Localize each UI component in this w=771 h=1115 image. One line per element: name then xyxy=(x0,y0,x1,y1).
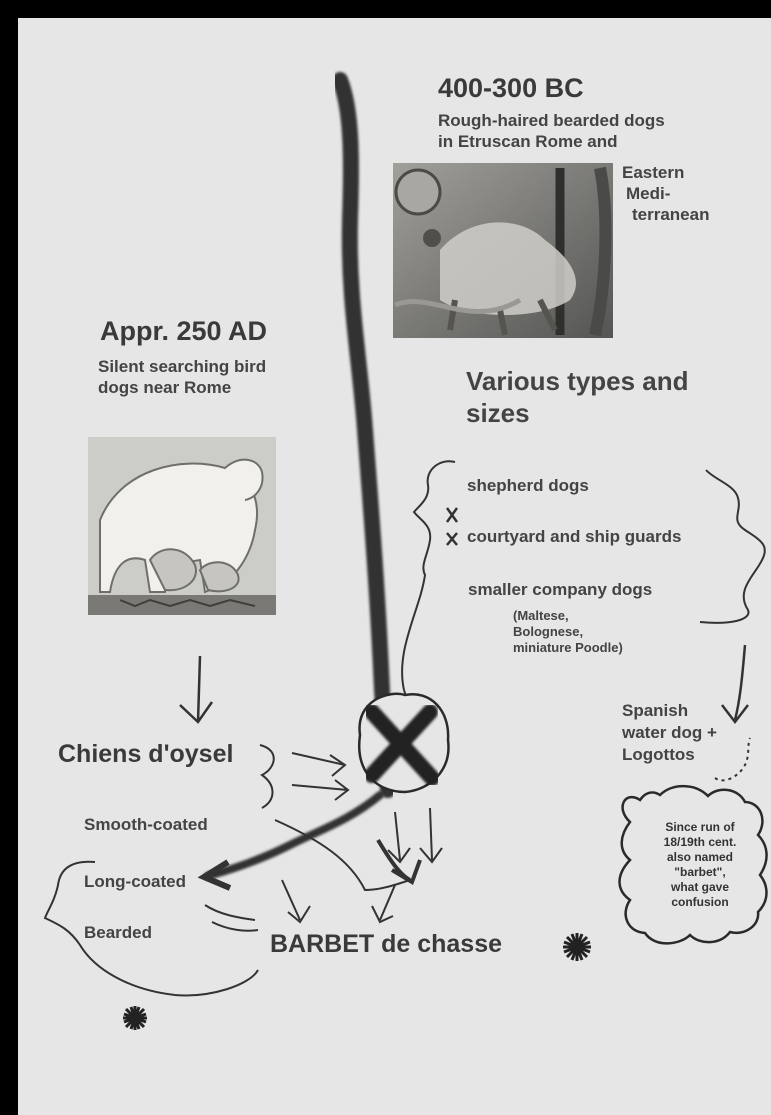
star-bottom-icon xyxy=(123,1006,147,1030)
top-description: Rough-haired bearded dogs in Etruscan Ro… xyxy=(438,110,665,152)
arrow-to-spanish xyxy=(722,645,748,722)
left-description-line: Silent searching bird xyxy=(98,356,266,377)
chiens-brace xyxy=(260,745,274,808)
cloud-line: confusion xyxy=(650,895,750,910)
lines-to-barbet xyxy=(205,905,258,931)
cloud-line: also named xyxy=(650,850,750,865)
various-item-company: smaller company dogs xyxy=(468,580,652,600)
star-barbet-icon xyxy=(563,933,591,961)
x-marker-shepherd-icon xyxy=(447,508,457,522)
arrow-chiens-to-cross-1 xyxy=(292,753,345,776)
top-side-line: terranean xyxy=(622,204,709,225)
top-description-line: in Etruscan Rome and xyxy=(438,131,665,152)
various-item-shepherd: shepherd dogs xyxy=(467,476,589,496)
spanish-line: water dog + xyxy=(622,722,717,744)
arrow-cross-down-2 xyxy=(420,808,442,862)
top-side-line: Medi- xyxy=(622,183,709,204)
cloud-line: 18/19th cent. xyxy=(650,835,750,850)
arrow-to-barbet-1 xyxy=(282,880,310,922)
chiens-title: Chiens d'oysel xyxy=(58,740,233,769)
arrow-roman-down xyxy=(180,656,212,722)
roman-sculpture-image xyxy=(88,437,276,615)
company-example: miniature Poodle) xyxy=(513,640,623,656)
spanish-line: Spanish xyxy=(622,700,717,722)
cloud-note-text: Since run of 18/19th cent. also named "b… xyxy=(650,820,750,910)
various-title-line: Various types and xyxy=(466,365,689,397)
spanish-note: Spanish water dog + Logottos xyxy=(622,700,717,766)
curve-smooth-to-barbet xyxy=(275,820,410,890)
x-marker-courtyard-icon xyxy=(447,533,457,545)
various-title-line: sizes xyxy=(466,397,689,429)
top-side-line: Eastern xyxy=(622,162,709,183)
various-item-courtyard: courtyard and ship guards xyxy=(467,527,681,547)
company-example: Bolognese, xyxy=(513,624,623,640)
result-barbet: BARBET de chasse xyxy=(270,930,502,959)
arrow-cross-down-1 xyxy=(388,812,410,862)
chiens-type-smooth: Smooth-coated xyxy=(84,815,208,835)
arrow-to-barbet-2 xyxy=(372,885,395,922)
dotted-arrow-logottos xyxy=(715,738,750,780)
timeline-stroke xyxy=(340,80,388,790)
arrow-chiens-to-cross-2 xyxy=(292,780,348,800)
etruscan-relief-image xyxy=(393,163,613,338)
thick-arrow-to-bearded xyxy=(208,795,380,876)
top-description-line: Rough-haired bearded dogs xyxy=(438,110,665,131)
cloud-line: what gave xyxy=(650,880,750,895)
various-title: Various types and sizes xyxy=(466,365,689,429)
company-example: (Maltese, xyxy=(513,608,623,624)
cloud-line: Since run of xyxy=(650,820,750,835)
chiens-type-bearded: Bearded xyxy=(84,923,152,943)
cloud-line: "barbet", xyxy=(650,865,750,880)
cross-circle xyxy=(359,694,448,792)
top-side-description: Eastern Medi- terranean xyxy=(622,162,709,225)
various-right-bracket xyxy=(700,470,765,623)
left-description: Silent searching bird dogs near Rome xyxy=(98,356,266,398)
spanish-line: Logottos xyxy=(622,744,717,766)
left-date: Appr. 250 AD xyxy=(100,316,267,347)
company-examples: (Maltese, Bolognese, miniature Poodle) xyxy=(513,608,623,656)
left-description-line: dogs near Rome xyxy=(98,377,266,398)
top-date: 400-300 BC xyxy=(438,73,584,104)
chiens-type-long: Long-coated xyxy=(84,872,186,892)
